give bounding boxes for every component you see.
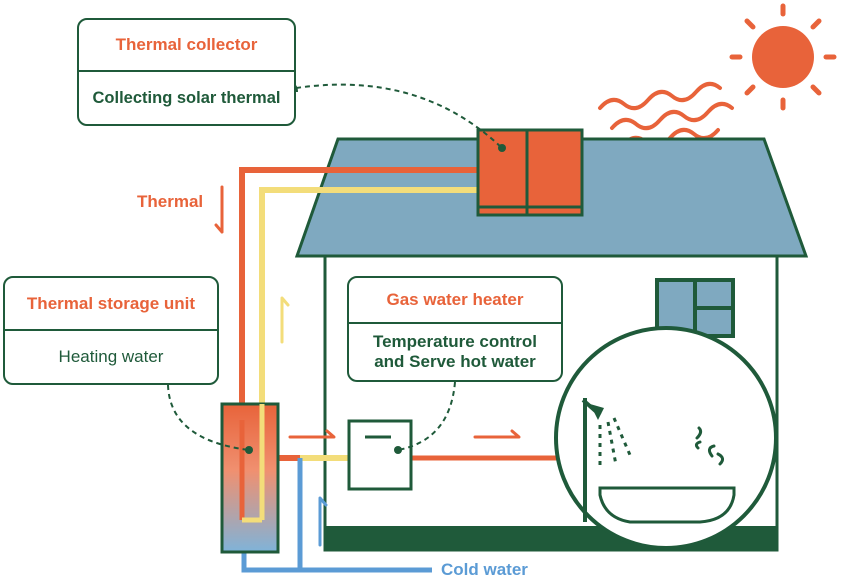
heater-callout: Gas water heater Temperature control and… — [347, 276, 563, 382]
thermal-collector — [476, 128, 584, 217]
storage-description: Heating water — [58, 347, 164, 366]
heat-wave-icon — [598, 81, 734, 149]
collector-description: Collecting solar thermal — [92, 89, 281, 107]
gas-water-heater — [347, 419, 413, 491]
storage-callout: Thermal storage unit Heating water — [3, 276, 219, 385]
collector-title: Thermal collector — [79, 20, 294, 72]
sun-icon — [729, 3, 837, 111]
heater-description: Temperature control and Serve hot water — [349, 324, 561, 372]
callout-connector — [167, 83, 503, 451]
cold-water-pipe — [241, 458, 303, 573]
heater-description-line2: and Serve hot water — [374, 352, 536, 371]
shower-head-icon — [581, 398, 632, 522]
bathtub-icon — [598, 486, 736, 524]
heater-title: Gas water heater — [349, 278, 561, 324]
cold-water-label: Cold water — [441, 560, 528, 579]
bathroom-circle — [554, 326, 778, 550]
steam-icon — [694, 426, 725, 466]
flow-arrow-icon — [214, 185, 521, 547]
heater-description-line1: Temperature control — [372, 332, 538, 351]
storage-title: Thermal storage unit — [5, 278, 217, 331]
thermal-storage-tank — [220, 402, 280, 554]
thermal-label: Thermal — [137, 192, 204, 211]
collector-callout: Thermal collector Collecting solar therm… — [77, 18, 296, 126]
